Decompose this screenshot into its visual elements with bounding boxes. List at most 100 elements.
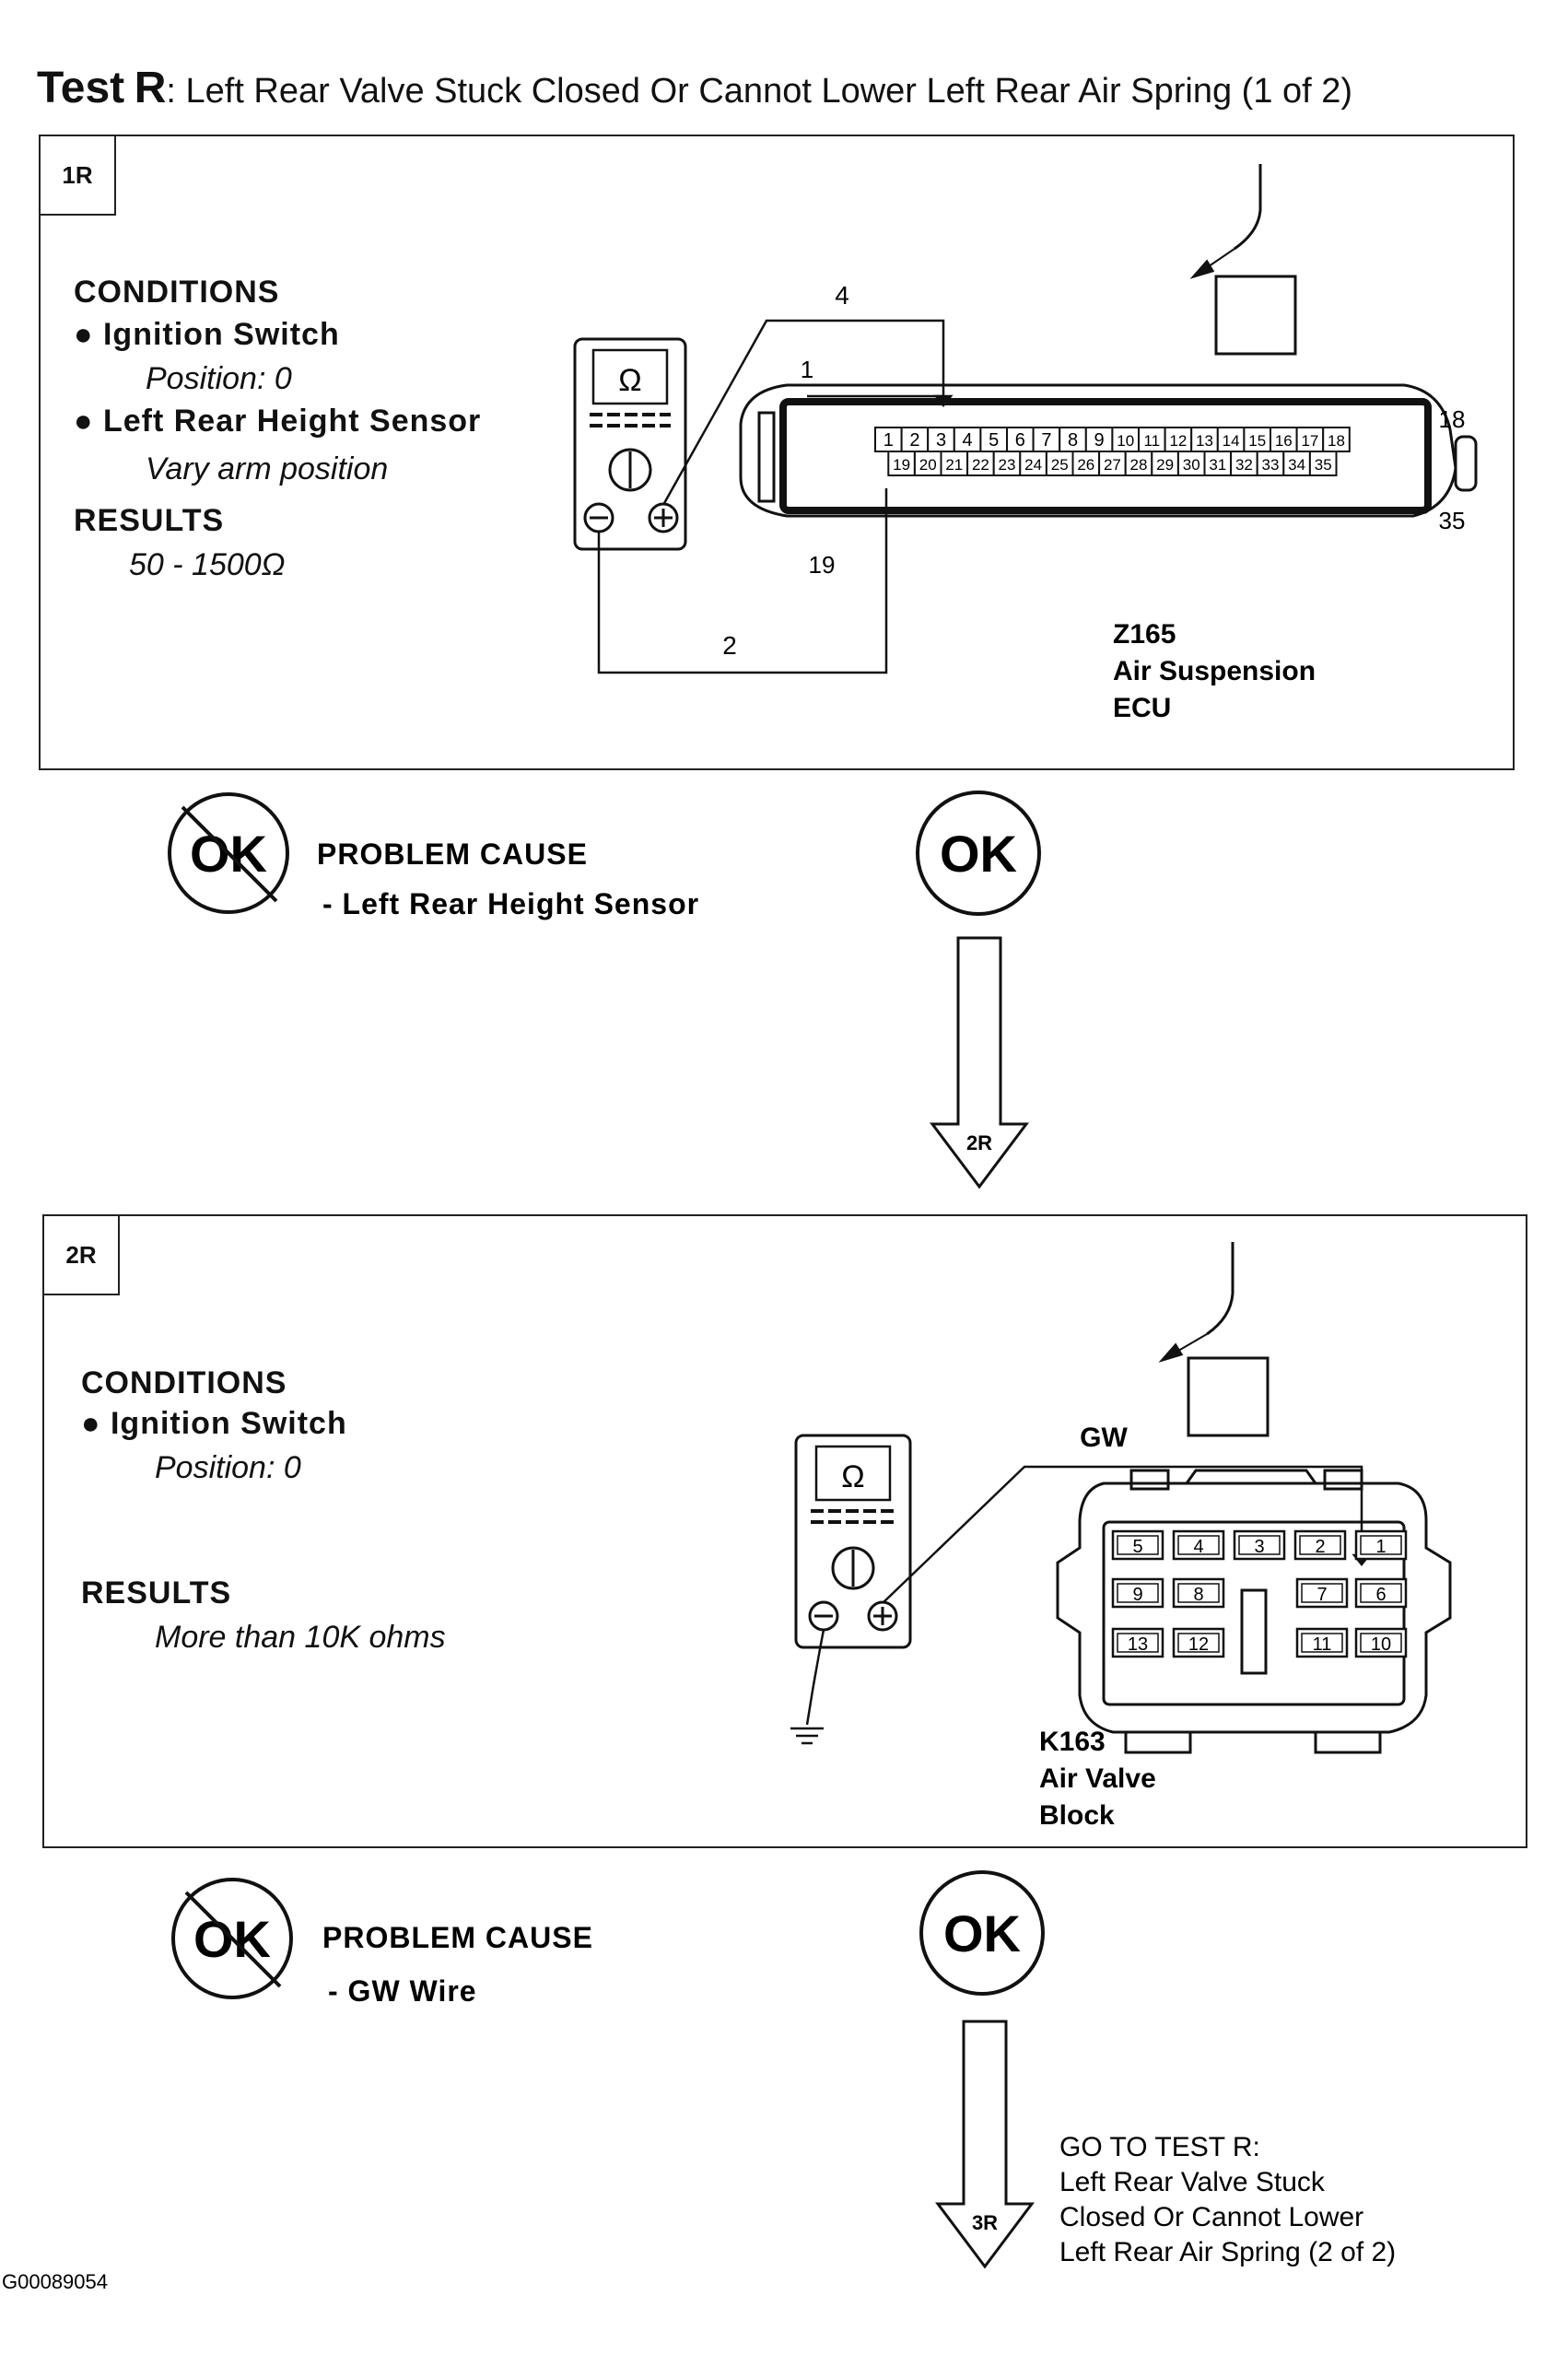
valve-pin-inner: [1117, 1633, 1159, 1653]
valve-pin-number: 7: [1316, 1585, 1327, 1605]
valve-pin-number: 10: [1371, 1634, 1391, 1655]
ecu-pin-cell: [1203, 451, 1233, 476]
valve-pin-inner: [1117, 1535, 1159, 1555]
step-tag: 1R: [41, 136, 116, 216]
valve-pin-inner: [1117, 1583, 1159, 1603]
connector-pigtail-icon: [1189, 164, 1297, 356]
component-name: Block: [1039, 1800, 1115, 1831]
ecu-pin-cell: [1124, 451, 1153, 476]
ecu-pin-number: 6: [1015, 430, 1025, 451]
valve-pin-number: 3: [1254, 1537, 1264, 1557]
component-name: Air Valve: [1039, 1763, 1156, 1794]
problem-cause-heading: PROBLEM CAUSE: [322, 1921, 593, 1954]
ecu-pin-number: 14: [1223, 432, 1240, 450]
conditions-heading: CONDITIONS: [74, 275, 280, 310]
ecu-pin-cell: [953, 427, 982, 452]
ecu-pin-cell: [927, 427, 955, 452]
ecu-pin-number: 16: [1275, 432, 1293, 450]
ecu-pin-number: 1: [883, 430, 894, 451]
flow-2r: OK PROBLEM CAUSE - GW Wire OK 3R GO TO T…: [2, 1870, 1396, 2293]
ecu-pin-number: 33: [1262, 456, 1280, 474]
ecu-pin-number: 18: [1328, 432, 1345, 450]
problem-cause-heading: PROBLEM CAUSE: [317, 837, 588, 871]
ecu-pin-number: 27: [1104, 456, 1121, 474]
valve-pin-number: 8: [1193, 1585, 1203, 1605]
valve-pin-inner: [1301, 1633, 1343, 1653]
figure-id: G00089054: [2, 2270, 108, 2293]
condition-ignition-switch: ● Ignition Switch: [81, 1406, 347, 1441]
problem-cause-value: - GW Wire: [328, 1974, 477, 2008]
ecu-pin-number: 35: [1315, 456, 1332, 474]
ecu-pin-number: 5: [989, 430, 999, 451]
results-value: More than 10K ohms: [155, 1620, 446, 1655]
ecu-pin-number: 25: [1051, 456, 1069, 474]
not-ok-symbol: OK: [171, 1878, 293, 1999]
component-id: K163: [1039, 1727, 1106, 1757]
valve-pin-inner: [1177, 1633, 1220, 1653]
ecu-pin-number: 11: [1143, 432, 1160, 450]
ecu-pin-number: 2: [909, 430, 919, 451]
ecu-pin-number: 19: [893, 456, 910, 474]
valve-pin-inner: [1299, 1535, 1341, 1555]
ecu-pin-number: 30: [1183, 456, 1200, 474]
ohm-symbol: Ω: [841, 1459, 864, 1494]
next-step-label: 2R: [966, 1131, 992, 1154]
ecu-pin-number: 21: [945, 456, 963, 474]
wire-label-gw: GW: [1080, 1423, 1128, 1453]
ecu-pin-number: 3: [936, 430, 946, 451]
ecu-pin-cell: [1071, 451, 1101, 476]
title-test-word: Test: [37, 64, 125, 112]
ecu-pin-cell: [940, 451, 969, 476]
valve-pin-inner: [1177, 1583, 1220, 1603]
pin-end-label-35: 35: [1439, 507, 1466, 534]
wire-label-1: 1: [801, 356, 813, 383]
ecu-pin-cell: [1032, 427, 1061, 452]
ecu-pin-cell: [1322, 427, 1351, 452]
valve-pin-inner: [1301, 1583, 1343, 1603]
ecu-pin-number: 17: [1301, 432, 1318, 450]
ecu-pin-number: 7: [1041, 430, 1051, 451]
ecu-pin-number: 32: [1235, 456, 1253, 474]
ecu-pin-cell: [1045, 451, 1074, 476]
component-id: Z165: [1113, 619, 1176, 650]
ecu-pin-number: 26: [1077, 456, 1094, 474]
not-ok-symbol: OK: [168, 792, 289, 914]
pin-end-label-18: 18: [1439, 405, 1466, 433]
wire-label-4: 4: [835, 281, 849, 310]
valve-block-connector: [1056, 1469, 1452, 1754]
ecu-pin-number: 28: [1130, 456, 1148, 474]
ecu-pin-number: 31: [1209, 456, 1226, 474]
ecu-pin-cell: [1308, 451, 1338, 476]
ecu-pin-cell: [913, 451, 942, 476]
ecu-pin-cell: [887, 451, 916, 476]
wire-label-2: 2: [722, 631, 737, 660]
results-value: 50 - 1500Ω: [129, 547, 286, 582]
condition-detail: Position: 0: [146, 361, 292, 396]
ecu-pin-cell: [1295, 427, 1325, 452]
title-test-letter: R: [134, 64, 167, 112]
title-description: : Left Rear Valve Stuck Closed Or Cannot…: [166, 72, 1353, 111]
next-step-label: 3R: [972, 2211, 998, 2234]
step-1r-panel: 1R CONDITIONS ● Ignition Switch Position…: [39, 135, 1515, 770]
ok-symbol: OK: [919, 1870, 1045, 1996]
ecu-pin-number: 12: [1169, 432, 1187, 450]
ecu-connector: [739, 383, 1478, 518]
pin-end-label-19: 19: [809, 551, 836, 579]
valve-pin-number: 1: [1375, 1537, 1386, 1557]
condition-height-sensor: ● Left Rear Height Sensor: [74, 404, 482, 439]
ecu-pin-number: 34: [1288, 456, 1305, 474]
condition-detail: Position: 0: [155, 1450, 301, 1485]
multimeter-icon: [794, 1434, 912, 1649]
ecu-pin-number: 4: [963, 430, 973, 451]
valve-pin-number: 9: [1132, 1585, 1142, 1605]
valve-pin-inner: [1238, 1535, 1281, 1555]
conditions-heading: CONDITIONS: [81, 1365, 287, 1400]
valve-pin-number: 11: [1313, 1634, 1332, 1655]
ecu-pin-number: 23: [999, 456, 1016, 474]
flow-1r: OK PROBLEM CAUSE - Left Rear Height Sens…: [168, 791, 1041, 1189]
ecu-pin-cell: [1216, 427, 1246, 452]
goto-line: Closed Or Cannot Lower: [1059, 2202, 1363, 2232]
